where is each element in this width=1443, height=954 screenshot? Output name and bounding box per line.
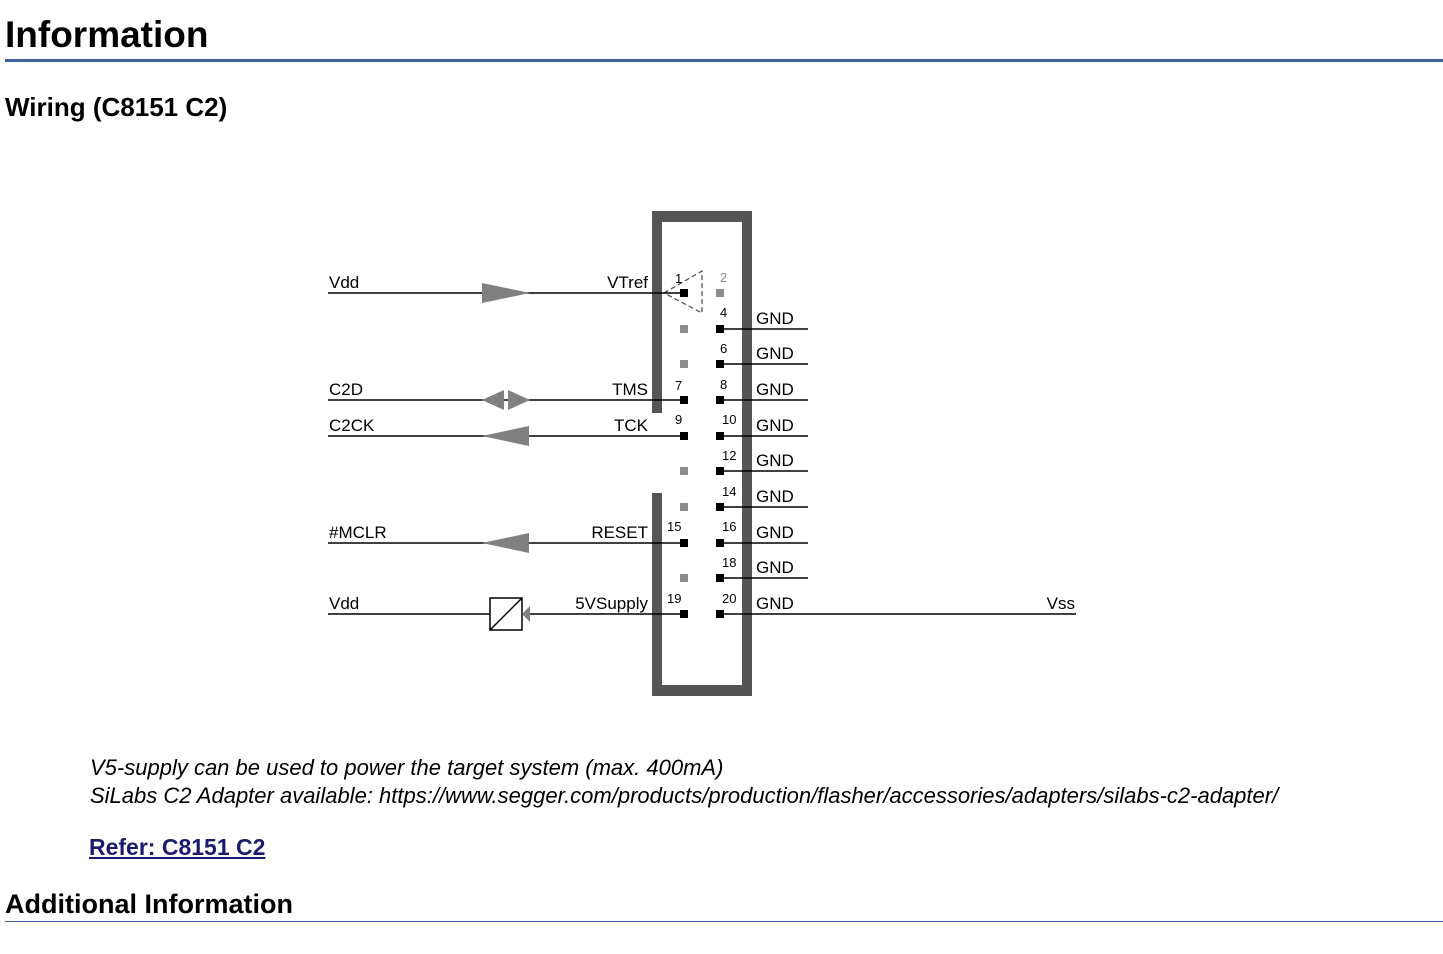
gnd-label: GND <box>756 594 794 613</box>
pin-20 <box>716 610 724 618</box>
pin-10 <box>716 432 724 440</box>
gnd-label: GND <box>756 416 794 435</box>
pin-14 <box>716 503 724 511</box>
gnd-label: GND <box>756 558 794 577</box>
pin-number: 6 <box>720 341 727 356</box>
adapter-note: SiLabs C2 Adapter available: https://www… <box>90 783 1279 808</box>
page-title: Information <box>5 14 209 55</box>
signal-label: C2CK <box>329 416 375 435</box>
pin-number: 15 <box>667 519 681 534</box>
pin-number: 8 <box>720 377 727 392</box>
title-divider <box>5 59 1443 62</box>
signal-label: Vdd <box>329 594 359 613</box>
pin-number: 1 <box>675 271 682 286</box>
arrow-bidirectional-icon <box>508 390 530 410</box>
supply-note: V5-supply can be used to power the targe… <box>90 755 724 780</box>
pin-number: 12 <box>722 448 736 463</box>
pin-4 <box>716 325 724 333</box>
connector-body <box>652 211 752 696</box>
arrow-right-icon <box>482 283 530 303</box>
pin-3 <box>680 325 688 333</box>
supply-box-icon <box>489 597 530 631</box>
additional-divider <box>5 921 1443 922</box>
additional-info-title: Additional Information <box>5 889 293 919</box>
pin-6 <box>716 360 724 368</box>
arrow-bidirectional-icon <box>482 390 504 410</box>
pin-function-label: 5VSupply <box>575 594 648 613</box>
pin-number: 4 <box>720 305 727 320</box>
pin-function-label: TMS <box>612 380 648 399</box>
arrow-left-icon <box>482 426 529 446</box>
signal-label: Vdd <box>329 273 359 292</box>
pin-19 <box>680 610 688 618</box>
pin-12 <box>716 467 724 475</box>
pin-function-label: RESET <box>591 523 648 542</box>
connector-pins <box>680 289 724 618</box>
right-wires <box>720 328 1076 615</box>
pin-11 <box>680 467 688 475</box>
gnd-label: GND <box>756 451 794 470</box>
signal-label: C2D <box>329 380 363 399</box>
pin-function-label: VTref <box>607 273 648 292</box>
pin-16 <box>716 539 724 547</box>
pin-number: 19 <box>667 591 681 606</box>
gnd-label: GND <box>756 309 794 328</box>
pin-number: 20 <box>722 591 736 606</box>
pin-number: 18 <box>722 555 736 570</box>
gnd-label: GND <box>756 487 794 506</box>
left-wires <box>328 292 684 615</box>
pin-7 <box>680 396 688 404</box>
pin-13 <box>680 503 688 511</box>
pin-number: 7 <box>675 378 682 393</box>
vss-label: Vss <box>1047 594 1075 613</box>
pin-number: 16 <box>722 519 736 534</box>
signal-label: #MCLR <box>329 523 387 542</box>
pin-2 <box>716 289 724 297</box>
gnd-label: GND <box>756 380 794 399</box>
arrow-left-icon <box>482 533 529 553</box>
pin-number: 14 <box>722 484 736 499</box>
pin-number: 10 <box>722 412 736 427</box>
pin-5 <box>680 360 688 368</box>
refer-link[interactable]: Refer: C8151 C2 <box>89 834 266 860</box>
pin-17 <box>680 574 688 582</box>
gnd-label: GND <box>756 523 794 542</box>
pin-1 <box>680 289 688 297</box>
pin-15 <box>680 539 688 547</box>
pin-number: 9 <box>675 412 682 427</box>
section-title: Wiring (C8151 C2) <box>5 92 228 122</box>
pin-9 <box>680 432 688 440</box>
pin-function-label: TCK <box>614 416 649 435</box>
pin-8 <box>716 396 724 404</box>
pin1-indicator <box>662 269 703 315</box>
pin-number: 2 <box>720 270 727 285</box>
pin-18 <box>716 574 724 582</box>
gnd-label: GND <box>756 344 794 363</box>
